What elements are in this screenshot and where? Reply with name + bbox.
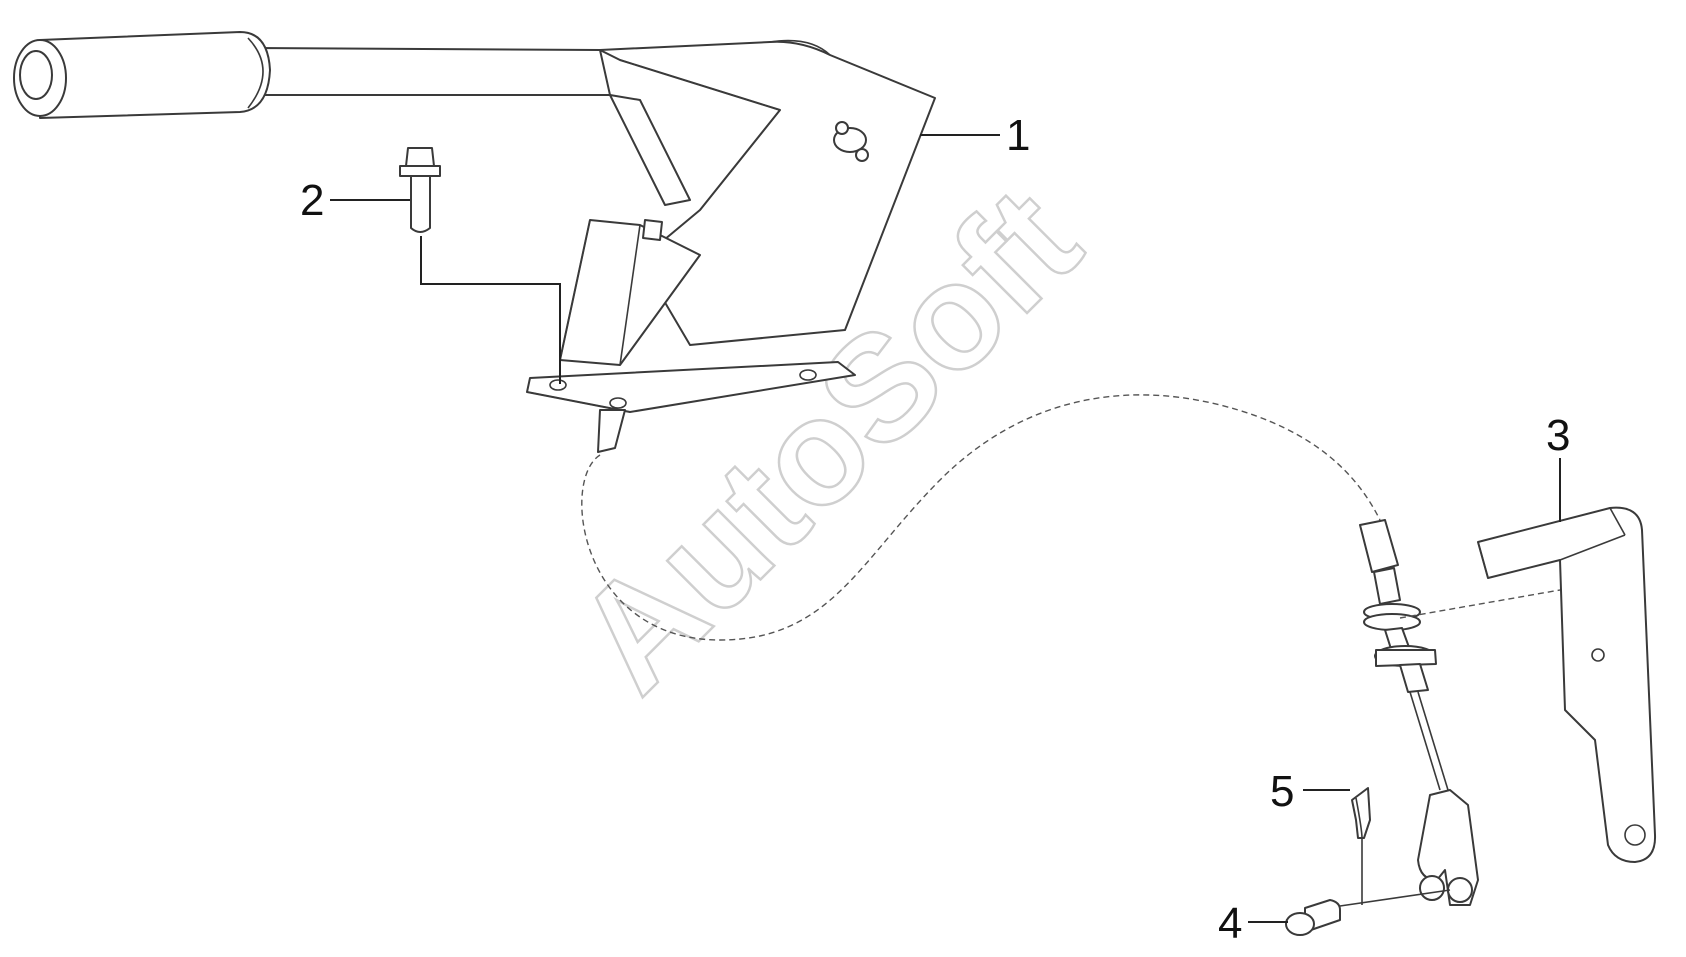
callout-3: 3	[1546, 411, 1570, 460]
brake-cable	[581, 394, 1381, 641]
cable-bracket	[1477, 506, 1657, 863]
parking-brake-lever	[13, 31, 936, 453]
callout-2: 2	[300, 176, 324, 225]
cable-end-fitting	[1359, 519, 1561, 906]
flange-bolt	[399, 147, 561, 384]
callout-5: 5	[1270, 767, 1294, 816]
split-pin	[1351, 787, 1371, 905]
callout-1: 1	[1006, 111, 1030, 160]
clevis-pin	[1285, 889, 1451, 936]
callout-4: 4	[1218, 899, 1242, 948]
